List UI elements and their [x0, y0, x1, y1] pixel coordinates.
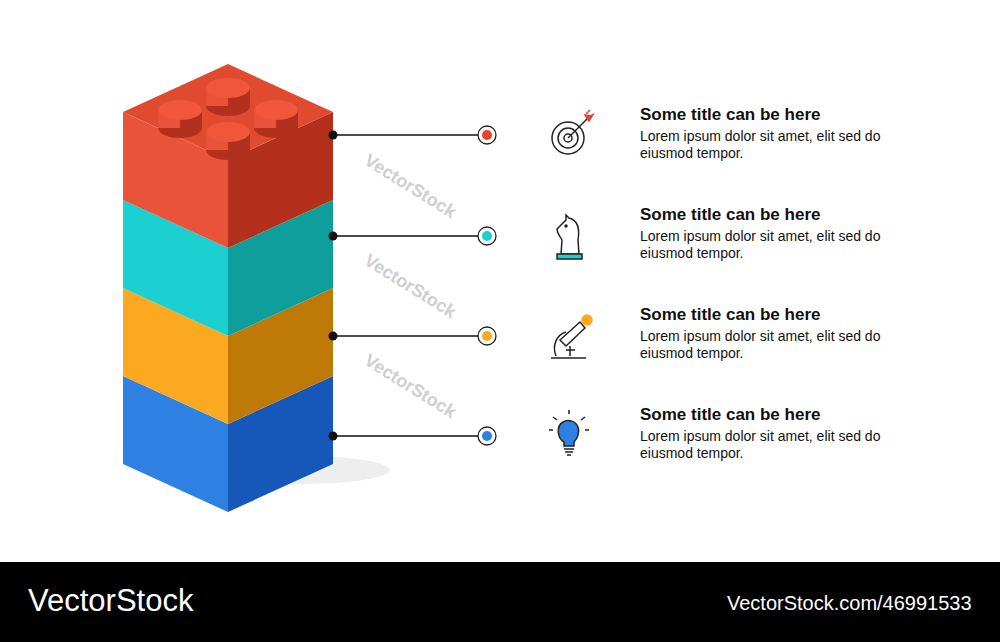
marker-dot [482, 431, 492, 441]
block-body: Lorem ipsum dolor sit amet, elit sed do … [640, 228, 895, 262]
microscope-icon [551, 315, 592, 358]
leader-dots [329, 131, 338, 441]
leader-lines [333, 135, 478, 436]
text-block: Some title can be hereLorem ipsum dolor … [640, 104, 895, 162]
block-title: Some title can be here [640, 204, 895, 225]
footer-url: VectorStock.com/46991533 [727, 592, 972, 615]
block-title: Some title can be here [640, 104, 895, 125]
block-title: Some title can be here [640, 304, 895, 325]
footer-logo: VectorStock [28, 583, 193, 619]
text-block: Some title can be hereLorem ipsum dolor … [640, 204, 895, 262]
block-title: Some title can be here [640, 404, 895, 425]
text-block: Some title can be hereLorem ipsum dolor … [640, 304, 895, 362]
lightbulb-icon [549, 410, 589, 455]
block-body: Lorem ipsum dolor sit amet, elit sed do … [640, 128, 895, 162]
brick-top [123, 64, 333, 160]
brick-studs [158, 78, 298, 160]
marker-dot [482, 231, 492, 241]
footer-bar [0, 562, 1000, 642]
watermark: VectorStock [360, 250, 459, 323]
block-body: Lorem ipsum dolor sit amet, elit sed do … [640, 428, 895, 462]
marker-dot [482, 130, 492, 140]
chess-knight-icon [557, 215, 582, 259]
text-block: Some title can be hereLorem ipsum dolor … [640, 404, 895, 462]
watermark: VectorStock [360, 150, 459, 223]
target-icon [552, 110, 594, 154]
marker-dot [482, 331, 492, 341]
block-body: Lorem ipsum dolor sit amet, elit sed do … [640, 328, 895, 362]
marker-circles [478, 126, 496, 445]
watermark: VectorStock [360, 350, 459, 423]
